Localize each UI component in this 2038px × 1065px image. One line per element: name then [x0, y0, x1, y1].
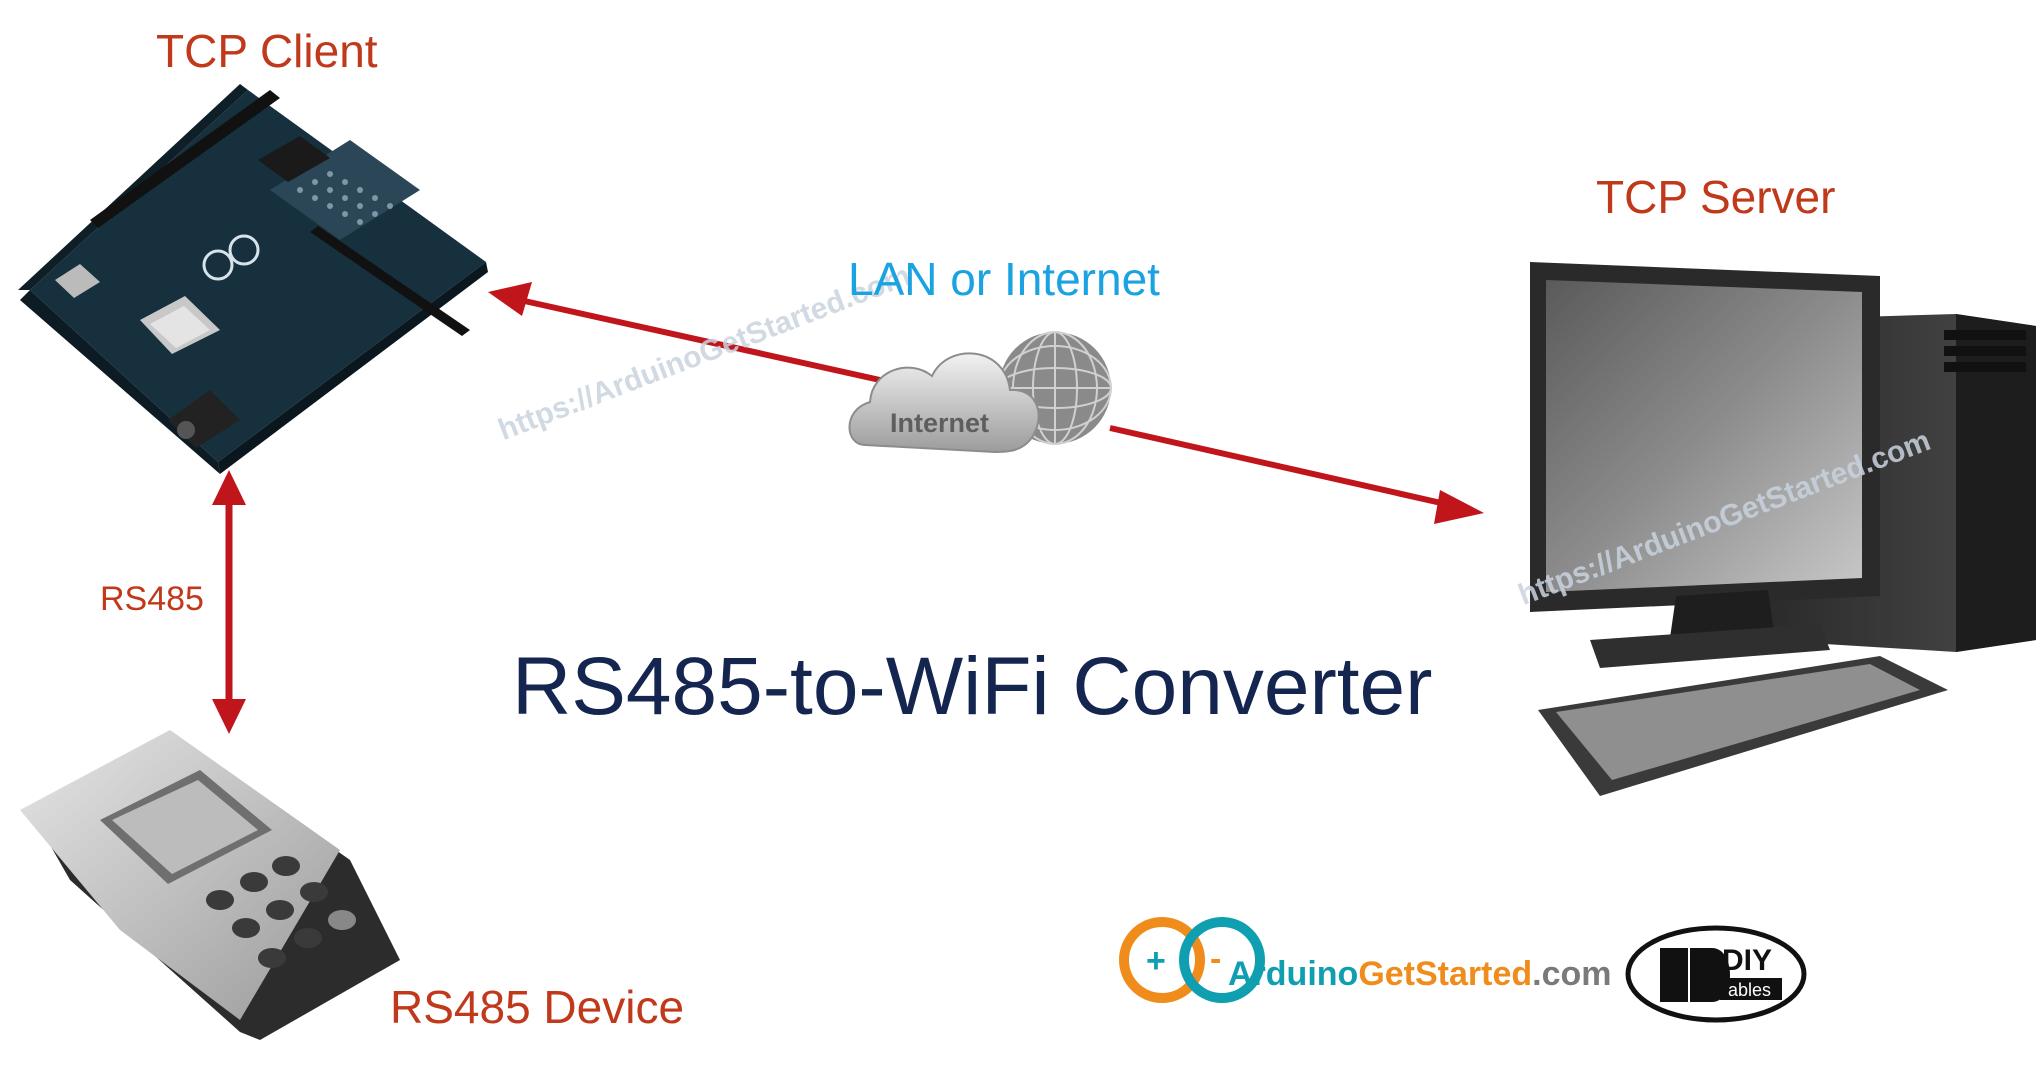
logo-text-part1: Arduino — [1228, 955, 1359, 993]
rs485-device-label: RS485 Device — [390, 981, 685, 1033]
rs485-link-label: RS485 — [100, 580, 204, 618]
logo-text-part2: GetStarted — [1358, 955, 1533, 993]
payment-terminal-icon — [20, 730, 400, 1040]
arduino-board-icon — [18, 84, 488, 474]
diy-logo-top: DIY — [1722, 944, 1772, 977]
cloud-label: Internet — [890, 408, 989, 438]
tcp-client-label: TCP Client — [156, 25, 378, 77]
diy-logo-bottom: ables — [1728, 980, 1771, 1000]
arrow-cloud-to-server — [1109, 425, 1484, 524]
diagram-title: RS485-to-WiFi Converter — [512, 641, 1433, 732]
arduinogetstarted-logo-icon: + - — [1119, 917, 1265, 1003]
arrow-rs485-bidirectional — [212, 470, 246, 734]
network-label: LAN or Internet — [848, 253, 1160, 305]
tcp-server-label: TCP Server — [1596, 171, 1836, 223]
arduinogetstarted-logo-text: ArduinoGetStarted.com — [1228, 955, 1612, 994]
svg-text:+: + — [1146, 942, 1166, 980]
diyables-logo-icon: DIY ables — [1625, 925, 1807, 1023]
computer-icon — [1530, 262, 2036, 796]
internet-cloud-icon: Internet — [848, 331, 1112, 454]
logo-text-part3: .com — [1532, 955, 1612, 993]
svg-text:-: - — [1210, 940, 1221, 978]
arrow-client-to-cloud — [488, 282, 881, 383]
